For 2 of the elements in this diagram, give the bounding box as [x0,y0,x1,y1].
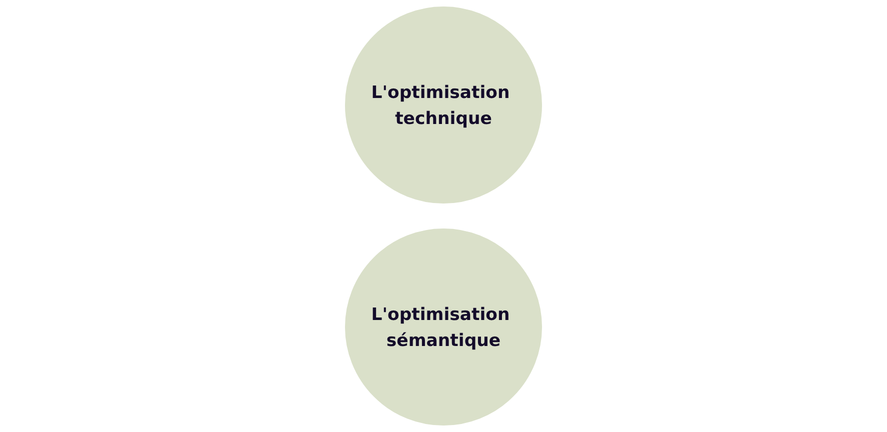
node-circle: L'optimisation technique [344,6,542,204]
node-circle: L'optimisation sémantique [344,228,542,426]
